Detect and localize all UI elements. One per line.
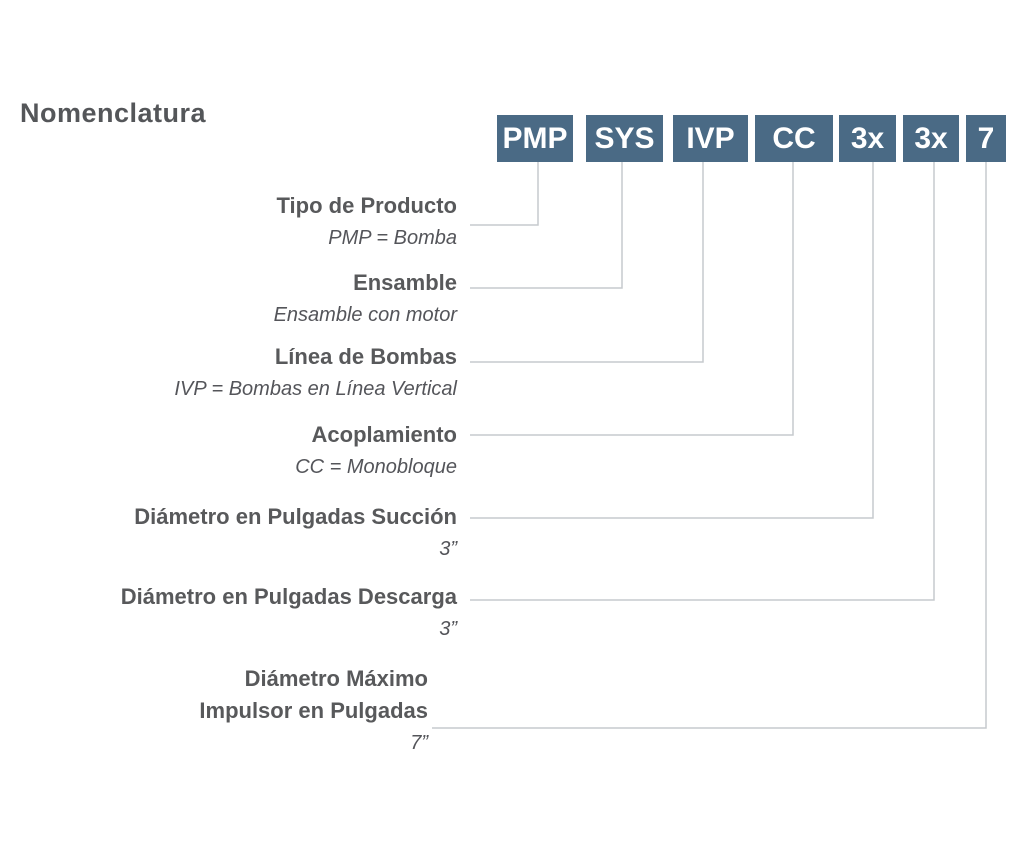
entry-diametro-succion: Diámetro en Pulgadas Succión 3” [134, 501, 457, 565]
connector-line-acoplamiento [470, 162, 794, 436]
code-box-sys: SYS [586, 115, 663, 162]
entry-label: Diámetro en Pulgadas Succión [134, 504, 457, 529]
entry-label-line2: Impulsor en Pulgadas [199, 698, 428, 723]
connector-line-diametro-succion [470, 162, 874, 519]
code-box-suction-size-label: 3x [850, 121, 885, 155]
entry-sublabel: 7” [410, 732, 428, 754]
code-box-pmp-label: PMP [502, 121, 568, 155]
entry-sublabel: Ensamble con motor [273, 304, 457, 326]
code-box-discharge-size-label: 3x [914, 121, 948, 155]
connector-line-ensamble [470, 162, 623, 289]
entry-diametro-descarga: Diámetro en Pulgadas Descarga 3” [121, 581, 457, 645]
code-box-cc-label: CC [772, 121, 816, 155]
code-box-cc: CC [755, 115, 833, 162]
connector-line-diametro-descarga [470, 162, 935, 601]
entry-linea-de-bombas: Línea de Bombas IVP = Bombas en Línea Ve… [174, 341, 457, 405]
entry-ensamble: Ensamble Ensamble con motor [274, 267, 457, 331]
entry-label: Ensamble [353, 270, 457, 295]
code-box-suction-size: 3x [839, 115, 896, 162]
connector-line-diametro-maximo-impulsor [432, 162, 987, 729]
entry-sublabel: CC = Monobloque [295, 456, 457, 478]
entry-label: Diámetro Máximo [244, 666, 428, 691]
connector-line-tipo-de-producto [470, 162, 539, 226]
page-title: Nomenclatura [20, 98, 207, 128]
entry-acoplamiento: Acoplamiento CC = Monobloque [295, 419, 457, 483]
entry-sublabel: 3” [439, 538, 457, 560]
entry-sublabel: 3” [439, 618, 457, 640]
code-box-ivp: IVP [673, 115, 748, 162]
entry-label: Tipo de Producto [276, 193, 457, 218]
connector-line-linea-de-bombas [470, 162, 704, 363]
code-box-ivp-label: IVP [686, 121, 735, 155]
entry-sublabel: PMP = Bomba [328, 227, 457, 249]
code-box-impeller-size: 7 [966, 115, 1006, 162]
code-box-sys-label: SYS [594, 121, 655, 155]
entry-diametro-maximo-impulsor: Diámetro Máximo Impulsor en Pulgadas 7” [199, 663, 428, 759]
entry-label: Acoplamiento [311, 422, 457, 447]
code-box-pmp: PMP [497, 115, 573, 162]
code-box-discharge-size: 3x [903, 115, 959, 162]
entry-sublabel: IVP = Bombas en Línea Vertical [174, 378, 457, 400]
entry-label: Línea de Bombas [274, 344, 457, 369]
entry-label: Diámetro en Pulgadas Descarga [120, 584, 457, 609]
entry-tipo-de-producto: Tipo de Producto PMP = Bomba [277, 190, 457, 254]
code-box-impeller-size-label: 7 [977, 121, 995, 155]
